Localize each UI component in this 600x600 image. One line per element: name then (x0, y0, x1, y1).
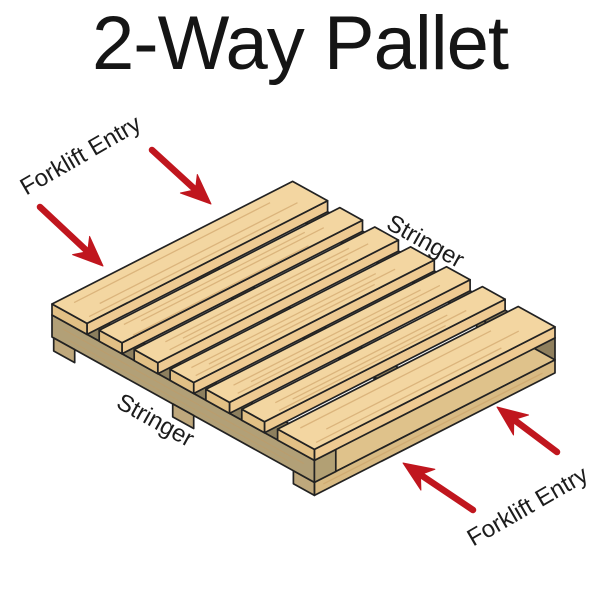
forklift-arrow-top-left-lower-head (72, 235, 104, 267)
top-deckboard-top (51, 180, 329, 325)
top-deckboard-top (205, 265, 471, 404)
bottom-deckboard-foot (171, 403, 195, 430)
wood-grain-line (208, 268, 396, 365)
wood-grain-line (237, 300, 420, 394)
wood-grain-line (195, 283, 375, 377)
wood-grain-line (140, 227, 325, 322)
forklift-arrow-top-left-upper-head (179, 174, 212, 205)
forklift-arrow-bottom-right-left-shaft (415, 470, 477, 514)
wood-grain-line (132, 245, 309, 336)
forklift-arrow-top-left-upper-shaft (148, 146, 201, 195)
wood-grain-line (88, 218, 280, 318)
wood-grain-line (182, 243, 369, 339)
wood-grain-line (62, 328, 305, 465)
forklift-arrow-bottom-right-right-head (496, 406, 529, 436)
wood-grain-line (169, 258, 349, 351)
wood-grain-line (278, 325, 446, 412)
wood-grain-line (69, 340, 289, 462)
forklift-arrow-top-left-lower-shaft (36, 203, 93, 257)
forklift-arrow-bottom-right-right-shaft (508, 415, 561, 456)
wood-grain-line (99, 202, 298, 305)
wood-grain-line (326, 330, 520, 430)
wood-grain-line (191, 273, 377, 369)
wood-grain-line (233, 289, 421, 386)
wood-grain-line (315, 347, 502, 443)
wood-grain-line (123, 231, 306, 326)
wood-grain-line (275, 314, 448, 404)
forklift-arrow-bottom-right-left-head (402, 462, 436, 491)
top-deckboard-top (276, 305, 556, 451)
wood-grain-line (250, 284, 441, 383)
bottom-deckboard-foot (52, 337, 76, 364)
top-deckboard-top (169, 246, 436, 384)
wood-grain-line (165, 247, 350, 343)
diagram-title: 2-Way Pallet (92, 1, 509, 86)
wood-grain-line (300, 330, 492, 429)
wood-grain-line (292, 309, 467, 400)
top-deckboard-top (240, 285, 506, 423)
wood-grain-line (323, 372, 543, 485)
wood-grain-line (73, 202, 271, 304)
